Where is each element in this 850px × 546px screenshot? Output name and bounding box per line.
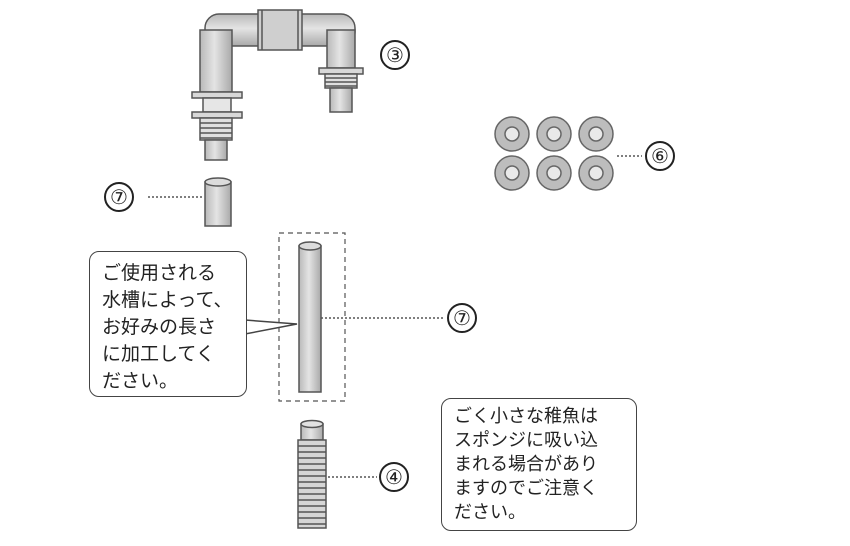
washer-set xyxy=(494,116,614,191)
note-line: ださい。 xyxy=(454,502,526,523)
small-fry-warning-note: ごく小さな稚魚は スポンジに吸い込 まれる場合があり ますのでご注意く ださい。 xyxy=(441,398,637,531)
sponge-strainer xyxy=(297,419,327,529)
part-number-pipe: ③ xyxy=(380,40,410,70)
part-number-strainer: ④ xyxy=(379,462,409,492)
cut-to-length-note: ご使用される 水槽によって、 お好みの長さ に加工してく ださい。 xyxy=(89,251,247,397)
part-number-long-tube: ⑦ xyxy=(447,303,477,333)
short-tube xyxy=(204,177,232,227)
note-line: ださい。 xyxy=(102,370,179,392)
note-line: 水槽によって、 xyxy=(102,289,233,311)
part-number-washers: ⑥ xyxy=(645,141,675,171)
note-line: スポンジに吸い込 xyxy=(454,430,598,451)
callout-pointer xyxy=(244,319,298,335)
part-number-short-tube: ⑦ xyxy=(104,182,134,212)
note-line: ごく小さな稚魚は xyxy=(454,406,598,427)
note-line: お好みの長さ xyxy=(102,316,217,338)
note-line: まれる場合があり xyxy=(454,454,598,475)
long-tube xyxy=(298,241,322,393)
note-line: ご使用される xyxy=(102,262,217,284)
note-line: に加工してく xyxy=(102,343,215,365)
u-pipe-assembly xyxy=(191,9,364,161)
note-line: ますのでご注意く xyxy=(454,478,598,499)
